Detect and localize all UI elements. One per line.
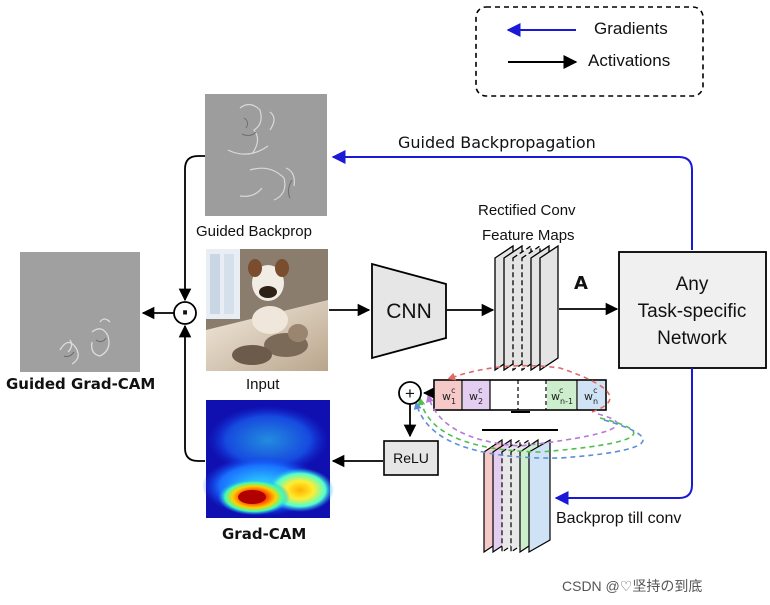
relu-label: ReLU <box>393 450 429 466</box>
task-network-line1: Any <box>676 274 709 295</box>
task-network-line2: Task-specific <box>638 301 747 322</box>
multiply-operator-symbol: · <box>181 301 189 326</box>
cnn-block <box>371 262 447 360</box>
relu-box <box>383 440 439 476</box>
watermark: CSDN @♡坚持の到底 <box>562 578 702 594</box>
guided-backprop-image-label: Guided Backprop <box>196 223 312 240</box>
backprop-till-conv-arrow <box>554 368 693 505</box>
gradcam-label: Grad-CAM <box>222 525 306 543</box>
activations-legend-label: Activations <box>588 51 670 70</box>
weight-cell-n-1 <box>547 381 577 409</box>
gradcam-to-multiply-arrow <box>178 324 205 462</box>
guided-backprop-flow-arrow <box>331 150 693 250</box>
guided-backprop-to-multiply-arrow <box>178 155 205 302</box>
rectified-feature-maps <box>494 244 559 372</box>
weight-label-n-1: wn-1c <box>551 386 573 406</box>
input-photo <box>206 249 328 371</box>
backprop-till-conv-label: Backprop till conv <box>556 510 681 527</box>
weight-label-2: w2c <box>469 386 483 406</box>
gradcam-heatmap <box>202 400 334 518</box>
weight-cell-2 <box>463 381 490 409</box>
guided-gradcam-label: Guided Grad-CAM <box>6 375 155 393</box>
guided-gradcam-image <box>20 252 140 372</box>
task-network-line3: Network <box>657 328 727 349</box>
guided-backprop-image <box>205 94 327 216</box>
sum-operator-symbol: + <box>405 384 415 403</box>
gradient-maps <box>483 438 551 554</box>
activation-symbol: A <box>574 273 588 294</box>
input-label: Input <box>246 376 280 393</box>
weight-label-n: wnc <box>584 386 598 406</box>
rectified-label-line1: Rectified Conv <box>478 202 576 219</box>
legend: Gradients Activations <box>475 6 704 97</box>
rectified-label-line2: Feature Maps <box>482 227 575 244</box>
cnn-label: CNN <box>386 300 432 323</box>
guided-backprop-flow-label: Guided Backpropagation <box>398 133 596 152</box>
weight-label-1: w1c <box>442 386 456 406</box>
weight-cell-1 <box>435 381 462 409</box>
weight-flow-curves <box>413 364 644 459</box>
weight-vector: w1c w2c wn-1c wnc <box>433 379 607 411</box>
gradients-legend-label: Gradients <box>594 19 668 38</box>
task-network-box <box>618 251 767 369</box>
